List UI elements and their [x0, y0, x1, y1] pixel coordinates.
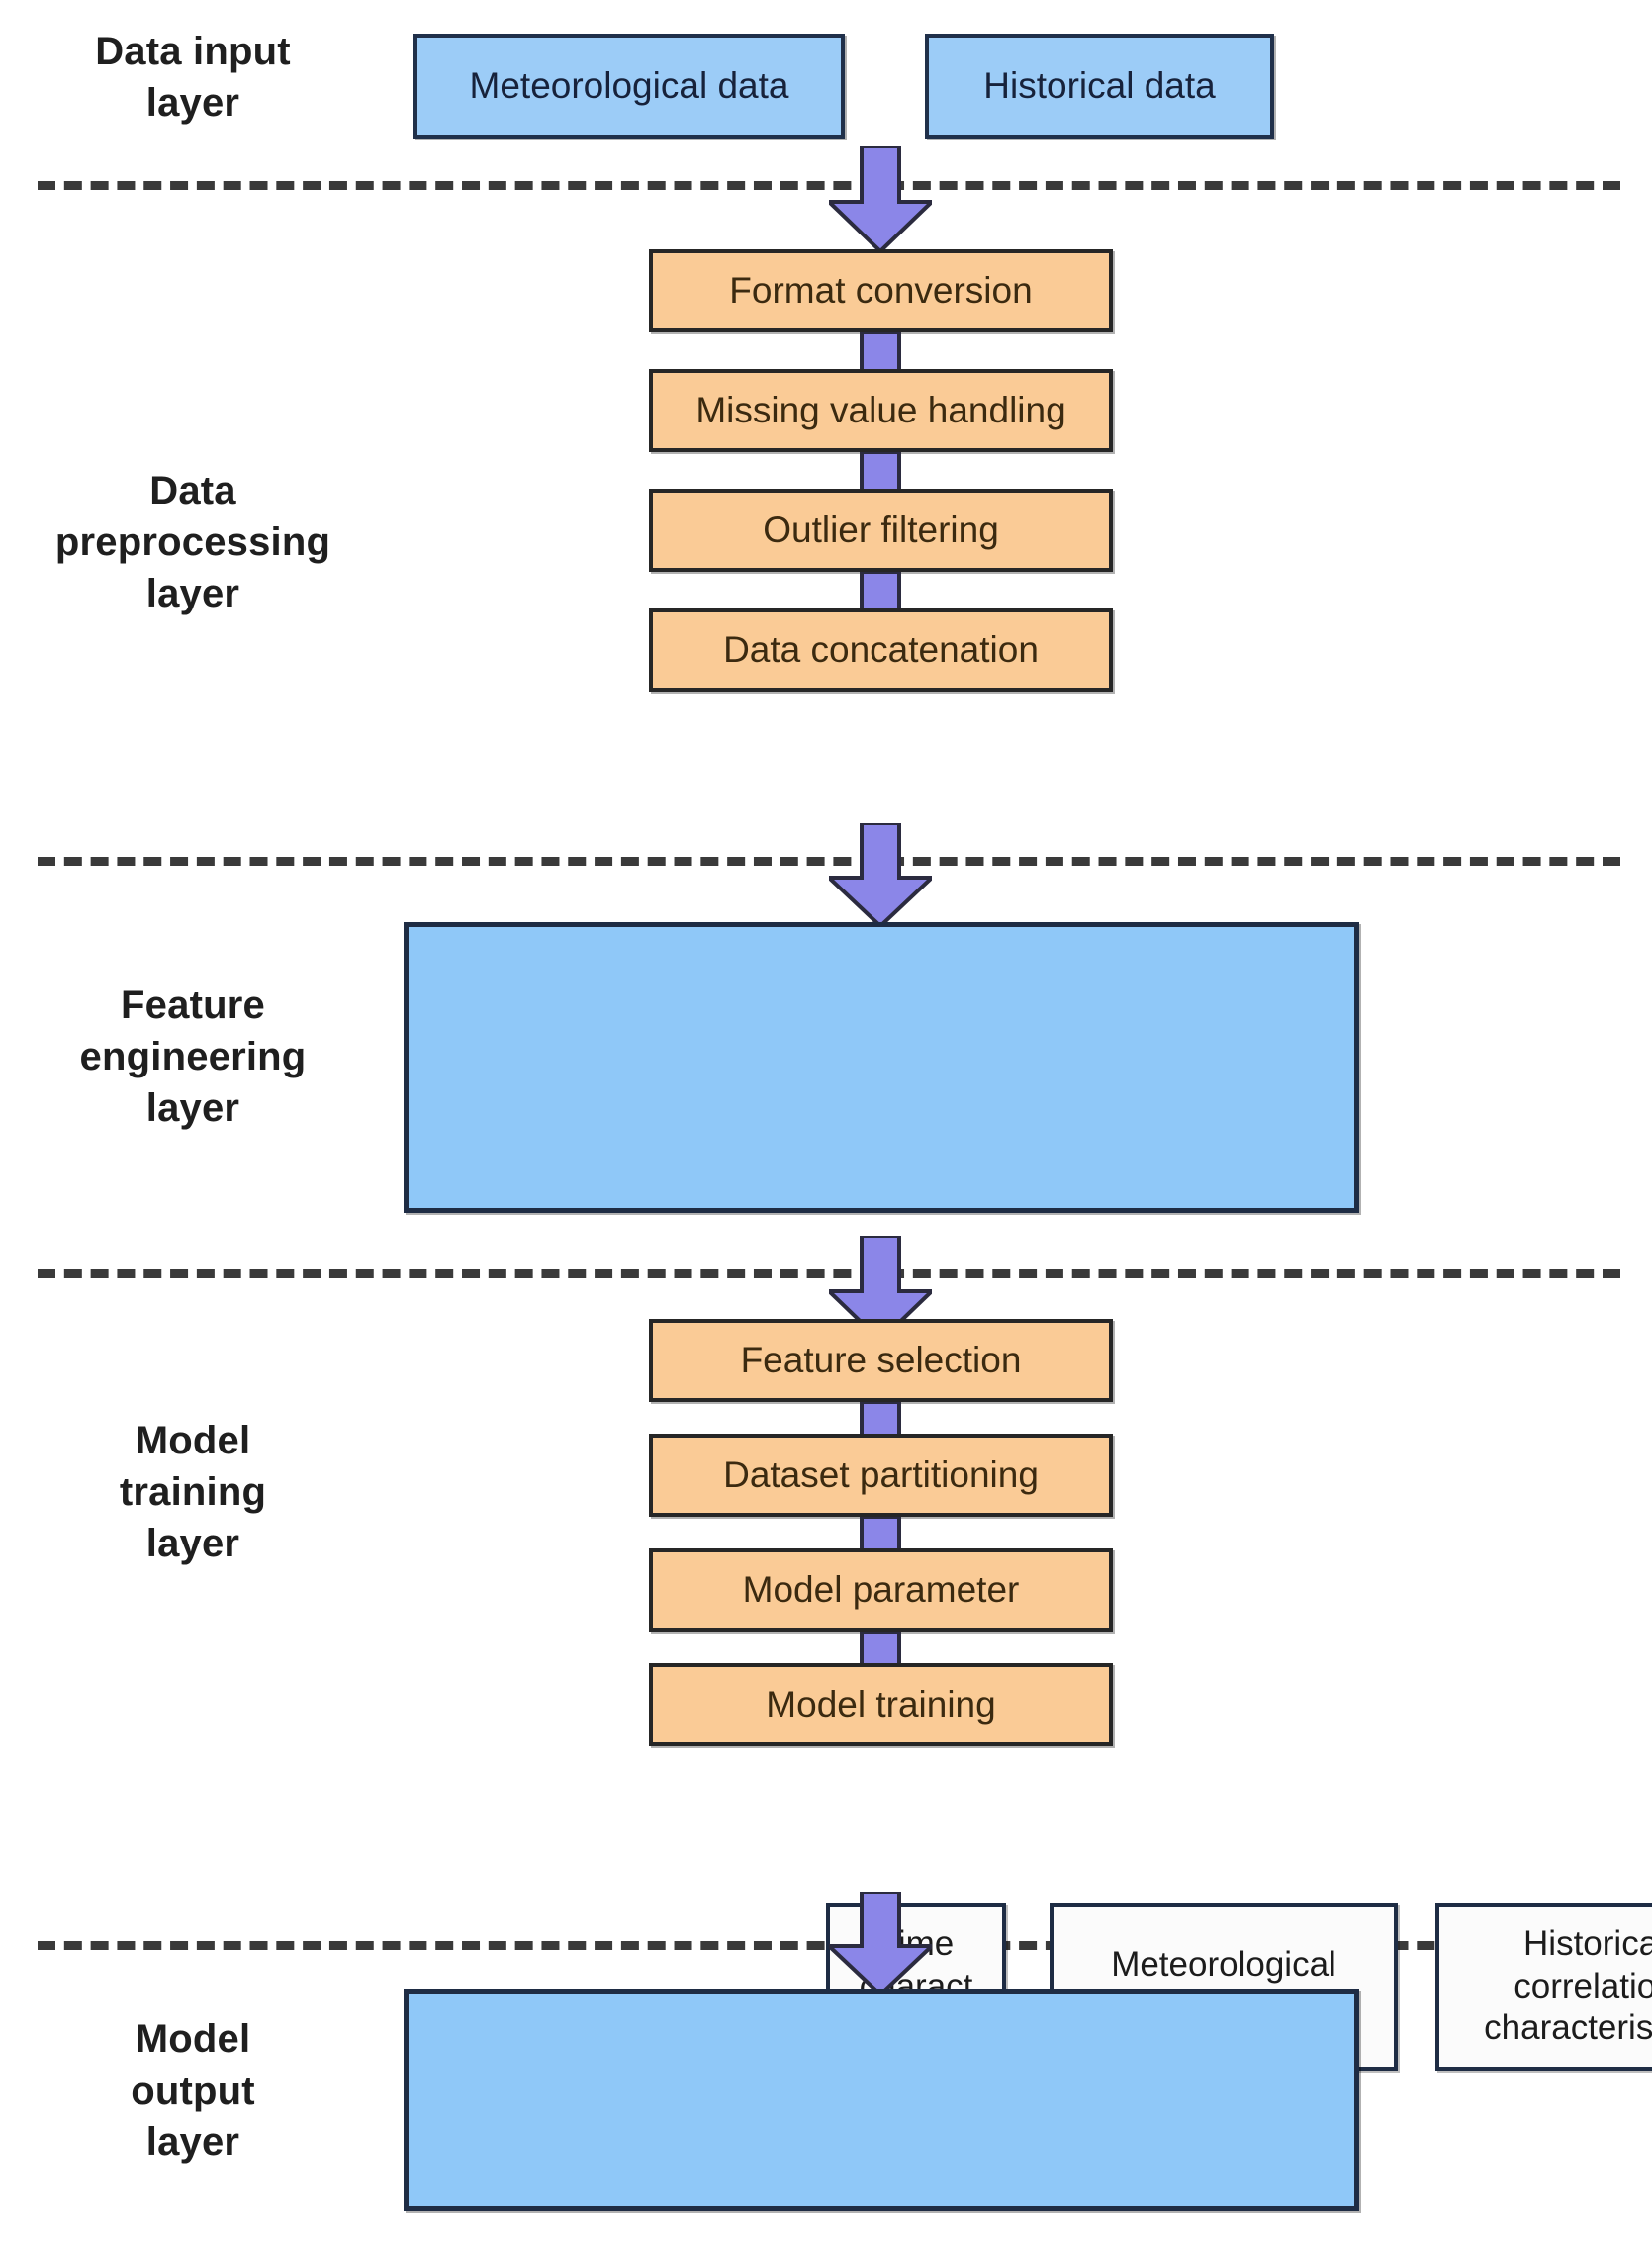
node-label: Historical correlation characteristics	[1484, 1923, 1652, 2048]
node-label: Dataset partitioning	[723, 1454, 1039, 1496]
node-model-parameter[interactable]: Model parameter	[649, 1548, 1113, 1632]
layer-label-model-output: Model output layer	[131, 2017, 255, 2164]
model-output-group: Evaluation indicators Forecast results V…	[404, 1989, 1359, 2211]
node-model-training[interactable]: Model training	[649, 1663, 1113, 1746]
layer-label-data-input: Data input layer	[95, 30, 291, 125]
down-block-arrow-icon	[829, 146, 932, 251]
node-outlier-filtering[interactable]: Outlier filtering	[649, 489, 1113, 572]
node-label: Format conversion	[729, 270, 1033, 312]
layer-label-data-preprocessing: Data preprocessing layer	[54, 469, 331, 615]
node-label: Model parameter	[742, 1569, 1020, 1611]
feature-engineering-group: Time charact eristics Meteorological cha…	[404, 922, 1652, 2071]
divider-feature-training	[38, 1269, 1620, 1278]
node-label: Data concatenation	[723, 629, 1039, 671]
down-block-arrow-icon	[829, 1236, 932, 1341]
node-label: Model training	[766, 1684, 996, 1726]
node-label: Feature selection	[740, 1340, 1022, 1381]
node-feature-selection[interactable]: Feature selection	[649, 1319, 1113, 1402]
node-missing-value-handling[interactable]: Missing value handling	[649, 369, 1113, 452]
divider-input-preprocessing	[38, 181, 1620, 190]
node-data-concatenation[interactable]: Data concatenation	[649, 608, 1113, 692]
node-label: Historical data	[983, 65, 1216, 107]
node-format-conversion[interactable]: Format conversion	[649, 249, 1113, 332]
node-dataset-partitioning[interactable]: Dataset partitioning	[649, 1434, 1113, 1517]
node-label: Missing value handling	[695, 390, 1066, 431]
node-historical-data[interactable]: Historical data	[925, 34, 1274, 139]
node-historical-correlation-characteristics[interactable]: Historical correlation characteristics	[1435, 1903, 1652, 2071]
node-meteorological-data[interactable]: Meteorological data	[413, 34, 845, 139]
divider-preprocessing-feature	[38, 857, 1620, 866]
down-block-arrow-icon	[829, 823, 932, 926]
down-block-arrow-icon	[829, 1892, 932, 1995]
layer-label-model-training: Model training layer	[119, 1419, 267, 1565]
layer-label-feature-engineering: Feature engineering layer	[79, 983, 307, 1130]
node-label: Meteorological data	[469, 65, 789, 107]
node-label: Outlier filtering	[763, 510, 999, 551]
